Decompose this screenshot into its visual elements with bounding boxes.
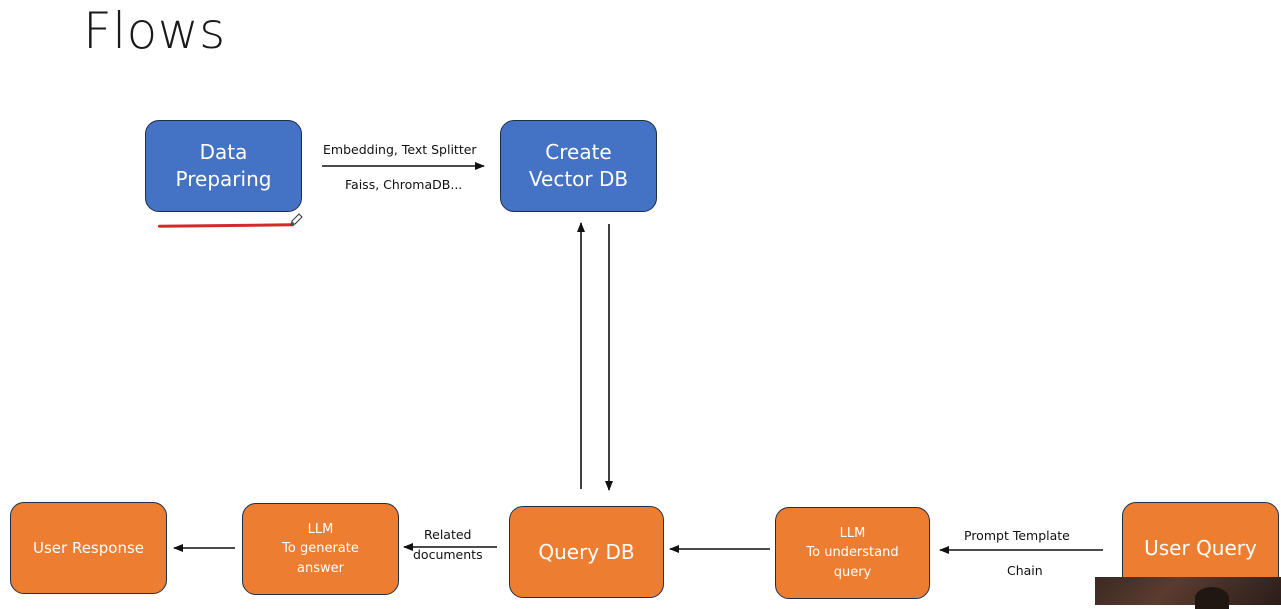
node-user-response: User Response — [10, 502, 167, 594]
node-data-preparing: Data Preparing — [145, 120, 302, 212]
edge-label-prompt-template: Prompt Template — [964, 528, 1070, 543]
node-llm-understand: LLM To understand query — [775, 507, 930, 599]
slide-title: Flows — [83, 2, 226, 60]
pencil-icon — [290, 213, 303, 226]
node-create-vector-db-line1: Create — [545, 140, 612, 164]
node-llm-generate-line1: LLM — [307, 521, 334, 537]
node-query-db-label: Query DB — [538, 539, 635, 564]
node-llm-generate-line2: To generate — [282, 541, 359, 557]
node-llm-understand-line1: LLM — [839, 525, 866, 541]
node-llm-understand-line3: query — [833, 564, 872, 580]
node-llm-generate-line3: answer — [297, 560, 344, 576]
edge-label-chain: Chain — [1007, 563, 1043, 578]
presenter-head — [1195, 587, 1229, 609]
node-create-vector-db-line2: Vector DB — [528, 167, 629, 191]
node-query-db: Query DB — [509, 506, 664, 598]
node-llm-generate: LLM To generate answer — [242, 503, 399, 595]
edge-label-embedding: Embedding, Text Splitter — [323, 142, 477, 157]
node-llm-understand-line2: To understand — [806, 545, 899, 561]
edge-label-related: Related — [424, 527, 472, 542]
node-user-response-label: User Response — [33, 538, 144, 557]
node-data-preparing-line2: Preparing — [175, 167, 272, 191]
edge-label-documents: documents — [413, 547, 483, 562]
webcam-overlay — [1095, 577, 1281, 609]
node-user-query-label: User Query — [1144, 535, 1257, 560]
node-data-preparing-line1: Data — [199, 140, 248, 164]
node-create-vector-db: Create Vector DB — [500, 120, 657, 212]
edge-label-faiss: Faiss, ChromaDB... — [345, 177, 463, 192]
